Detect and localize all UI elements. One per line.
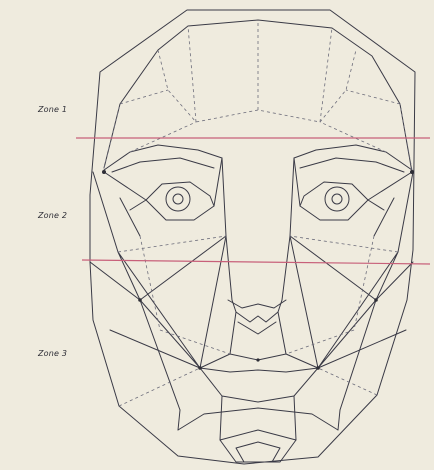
nose-tip bbox=[236, 312, 278, 322]
nose-base bbox=[238, 322, 276, 334]
left-eye-pupil bbox=[173, 194, 183, 204]
nostrils bbox=[228, 300, 286, 308]
nose-left-side bbox=[222, 158, 236, 312]
left-eye-frame bbox=[104, 158, 222, 236]
right-cheek-lines bbox=[290, 172, 413, 410]
vertex-dot bbox=[102, 170, 106, 174]
left-eye-iris bbox=[166, 187, 190, 211]
right-brow bbox=[294, 145, 412, 170]
right-eye-frame bbox=[294, 158, 412, 236]
vertex-dot bbox=[374, 298, 378, 302]
vertex-dot bbox=[198, 366, 202, 370]
chin-inner bbox=[236, 442, 280, 462]
right-eye-iris bbox=[325, 187, 349, 211]
chin-mid bbox=[220, 430, 296, 462]
chin-outer bbox=[178, 408, 338, 430]
nasolabial-lines bbox=[200, 236, 318, 368]
left-brow bbox=[104, 145, 222, 170]
lower-lip bbox=[200, 368, 318, 402]
zone-2-label: Zone 2 bbox=[38, 211, 67, 220]
left-brow-inner bbox=[112, 158, 214, 172]
zone-divider-2 bbox=[82, 260, 430, 264]
temple-dashes bbox=[104, 104, 412, 170]
jaw-lines bbox=[178, 396, 340, 440]
jaw-dashes bbox=[119, 330, 377, 406]
right-brow-inner bbox=[300, 158, 404, 172]
vertex-dot bbox=[410, 170, 414, 174]
left-cheek-lines bbox=[90, 172, 226, 410]
zone-3-label: Zone 3 bbox=[38, 349, 67, 358]
zone-1-label: Zone 1 bbox=[38, 105, 67, 114]
forehead-dashes bbox=[120, 20, 400, 122]
lip-line bbox=[200, 368, 318, 372]
nose-right-side bbox=[278, 158, 294, 312]
right-eye-pupil bbox=[332, 194, 342, 204]
left-eye-outline bbox=[146, 182, 214, 220]
vertex-dot bbox=[256, 358, 259, 361]
vertex-dot bbox=[138, 298, 142, 302]
vertex-dot bbox=[316, 366, 320, 370]
